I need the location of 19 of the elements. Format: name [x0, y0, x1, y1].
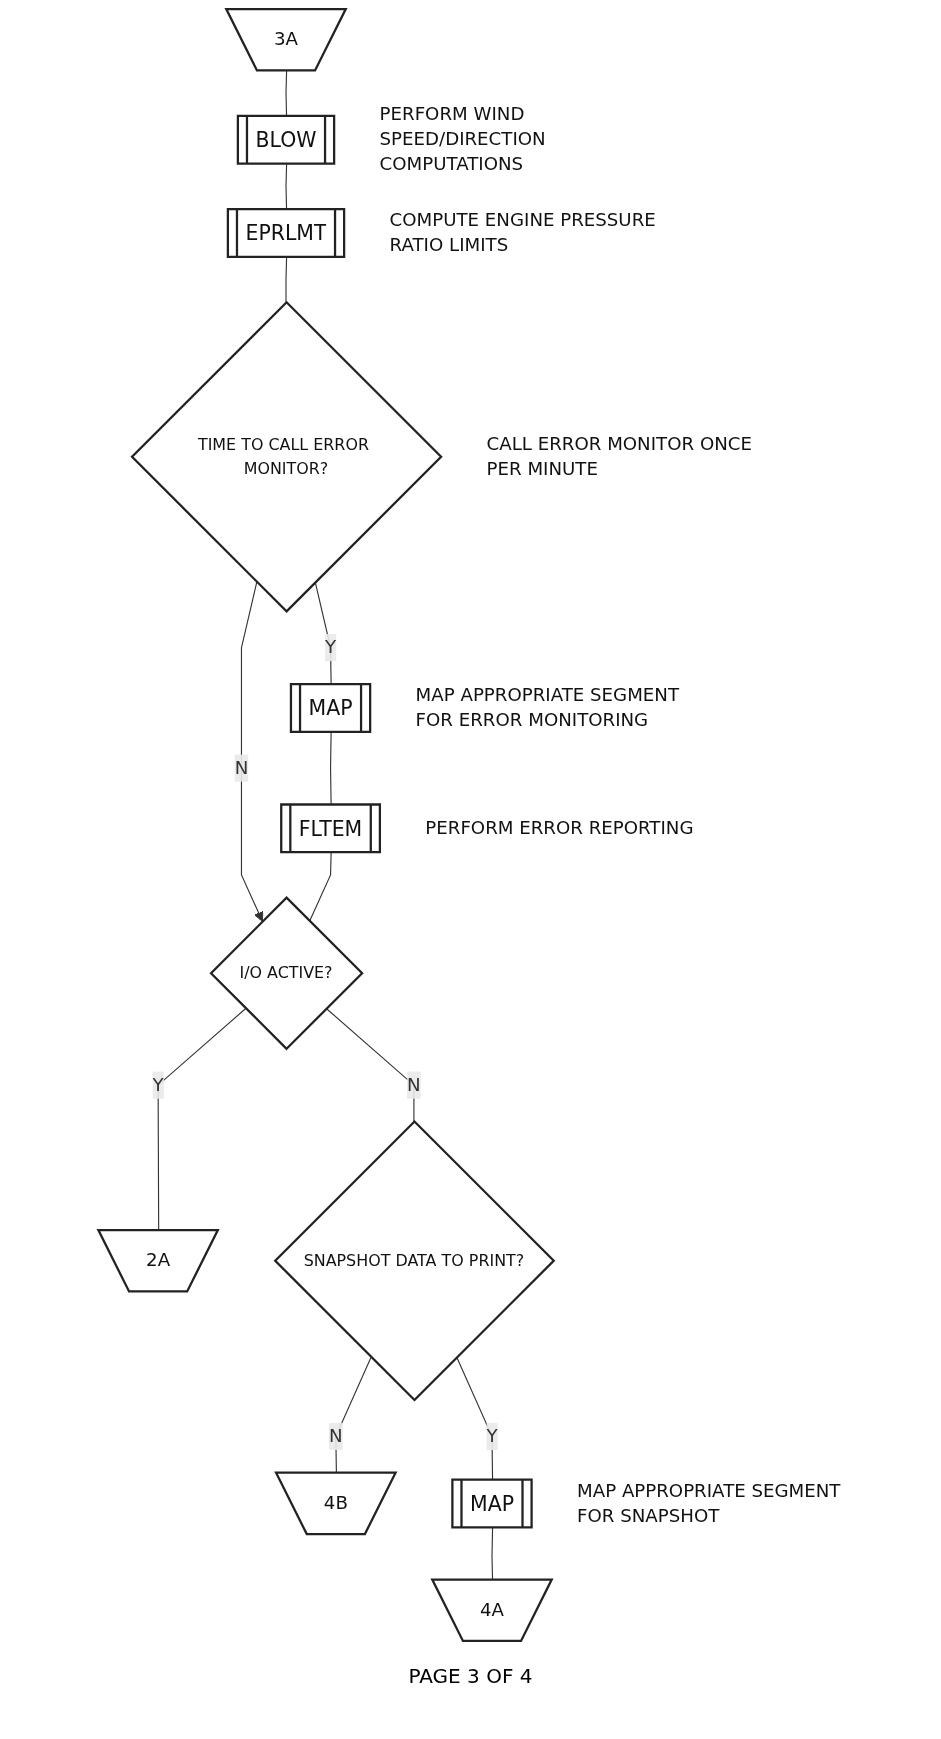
node-diamond: I/O ACTIVE?: [208, 896, 364, 1051]
arrow: [240, 581, 263, 922]
annotation-text: PERFORM WIND SPEED/DIRECTION COMPUTATIONS: [379, 103, 546, 175]
edge-label: N: [328, 1425, 343, 1447]
connector: [308, 852, 332, 922]
connector: [284, 256, 287, 303]
edge-label: Y: [485, 1425, 498, 1447]
page-number: PAGE 3 OF 4: [408, 1664, 533, 1688]
edge-label: N: [406, 1073, 421, 1096]
node-diamond: TIME TO CALL ERROR MONITOR?: [129, 300, 443, 613]
node-diamond: SNAPSHOT DATA TO PRINT?: [273, 1119, 555, 1402]
annotation-text: MAP APPROPRIATE SEGMENT FOR SNAPSHOT: [576, 1479, 840, 1526]
annotation-text: MAP APPROPRIATE SEGMENT FOR ERROR MONITORING: [415, 684, 679, 731]
annotation-text: CALL ERROR MONITOR ONCE PER MINUTE: [486, 433, 752, 479]
annotation-text: COMPUTE ENGINE PRESSURE RATIO LIMITS: [389, 209, 656, 256]
edge-label: Y: [152, 1073, 164, 1096]
edge-label: N: [234, 756, 248, 779]
edge-label: Y: [324, 636, 336, 658]
annotation-text: PERFORM ERROR REPORTING: [424, 817, 693, 839]
